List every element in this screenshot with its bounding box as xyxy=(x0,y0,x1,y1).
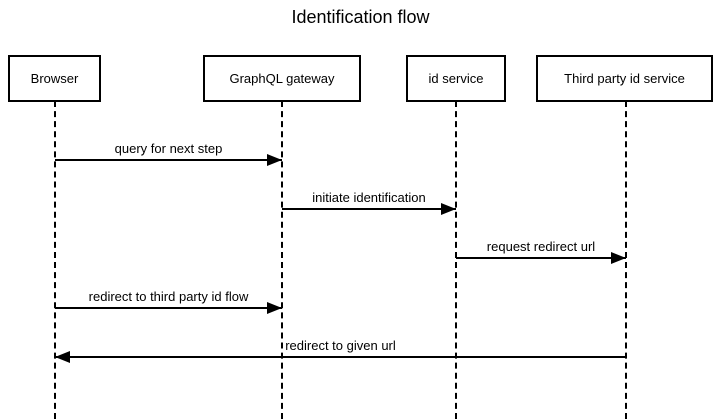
message-label: request redirect url xyxy=(486,239,596,254)
participant-label-browser: Browser xyxy=(30,71,79,86)
arrowhead-left-icon xyxy=(55,351,70,363)
participant-label-id-service: id service xyxy=(428,71,484,86)
message-label: initiate identification xyxy=(312,190,426,205)
message-label: query for next step xyxy=(114,141,223,156)
message-label: redirect to third party id flow xyxy=(88,289,249,304)
message-redirect-to-third-party-id-flow: redirect to third party id flow xyxy=(55,285,282,314)
participant-box-third-party-id-service: Third party id service xyxy=(536,55,713,102)
lifeline-graphql-gateway xyxy=(281,101,283,419)
message-line xyxy=(282,208,456,210)
message-line xyxy=(55,159,282,161)
participant-box-browser: Browser xyxy=(8,55,101,102)
lifeline-browser xyxy=(54,101,56,419)
participant-label-third-party-id-service: Third party id service xyxy=(564,71,685,86)
diagram-title: Identification flow xyxy=(291,7,430,27)
message-line xyxy=(55,307,282,309)
message-label: redirect to given url xyxy=(285,338,396,353)
lifeline-id-service xyxy=(455,101,457,419)
message-initiate-identification: initiate identification xyxy=(282,186,456,215)
arrowhead-right-icon xyxy=(267,302,282,314)
message-query-for-next-step: query for next step xyxy=(55,137,282,166)
message-redirect-to-given-url: redirect to given url xyxy=(55,334,626,363)
arrowhead-right-icon xyxy=(267,154,282,166)
participant-box-id-service: id service xyxy=(406,55,506,102)
participant-box-graphql-gateway: GraphQL gateway xyxy=(203,55,361,102)
arrowhead-right-icon xyxy=(611,252,626,264)
lifeline-third-party-id-service xyxy=(625,101,627,419)
message-line xyxy=(456,257,626,259)
message-request-redirect-url: request redirect url xyxy=(456,235,626,264)
participant-label-graphql-gateway: GraphQL gateway xyxy=(229,71,335,86)
message-line xyxy=(55,356,626,358)
arrowhead-right-icon xyxy=(441,203,456,215)
